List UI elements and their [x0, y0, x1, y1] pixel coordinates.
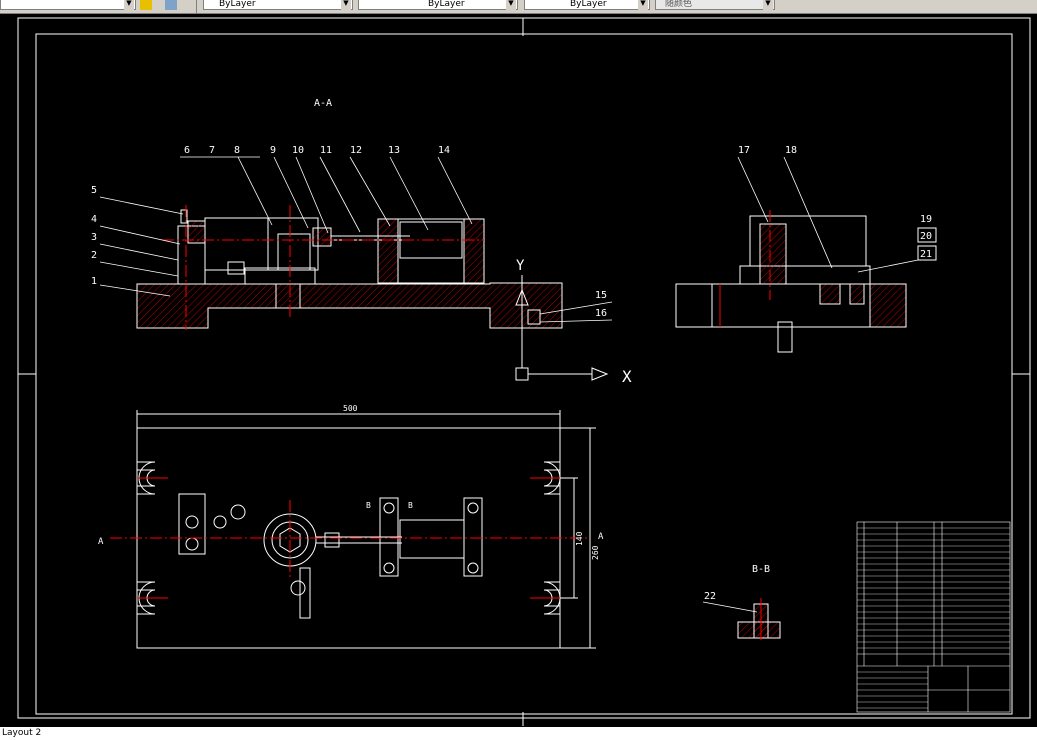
- chevron-down-icon: ▼: [124, 0, 134, 10]
- section-mark-b-right: B: [408, 501, 413, 510]
- lineweight-combo-value: ByLayer: [570, 0, 607, 9]
- part-number: 17: [738, 145, 750, 156]
- section-mark-a-left: A: [98, 537, 104, 547]
- properties-toolbar: ▼ ByLayer ▼ ByLayer ▼ ByLayer ▼ 随颜色 ▼: [0, 0, 1037, 14]
- section-mark-a-right: A: [598, 532, 604, 542]
- layers-stack-icon[interactable]: [165, 0, 177, 10]
- lineweight-combo[interactable]: ByLayer ▼: [524, 0, 650, 10]
- drawing-canvas[interactable]: A-A: [0, 14, 1037, 726]
- drawing-frame: [17, 17, 1031, 726]
- command-line-text: Layout 2: [2, 728, 42, 738]
- linetype-combo-value: ByLayer: [428, 0, 465, 9]
- part-number: 18: [785, 145, 797, 156]
- part-number: 7: [209, 145, 215, 156]
- part-number-labels: 1 2 3 4 5 6 7 8 9 10 11 12 13 14 15 16 1…: [91, 145, 937, 602]
- section-aa-view: A-A: [136, 98, 563, 330]
- part-leaders: [99, 156, 919, 613]
- color-combo-value: ByLayer: [219, 0, 256, 9]
- side-view: [675, 210, 907, 353]
- linetype-combo[interactable]: ByLayer ▼: [358, 0, 518, 10]
- ucs-y-label: Y: [516, 258, 525, 274]
- section-bb-label: B-B: [752, 564, 770, 575]
- part-number: 21: [920, 249, 932, 260]
- part-number: 19: [920, 214, 932, 225]
- part-number: 2: [91, 250, 97, 261]
- part-number: 10: [292, 145, 304, 156]
- chevron-down-icon: ▼: [341, 0, 351, 10]
- section-aa-label: A-A: [314, 98, 332, 109]
- part-number: 15: [595, 290, 607, 301]
- section-bb-view: [737, 598, 781, 640]
- chevron-down-icon: ▼: [506, 0, 516, 10]
- color-combo[interactable]: ByLayer ▼: [203, 0, 353, 10]
- dim-width-outer: 260: [591, 545, 600, 560]
- ucs-x-label: X: [622, 367, 632, 386]
- part-number: 3: [91, 232, 97, 243]
- layer-combo[interactable]: ▼: [0, 0, 136, 10]
- chevron-down-icon: ▼: [763, 0, 773, 10]
- part-number: 4: [91, 214, 97, 225]
- part-number: 5: [91, 185, 97, 196]
- part-number: 11: [320, 145, 332, 156]
- dim-length: 500: [343, 404, 358, 413]
- part-number: 12: [350, 145, 362, 156]
- ucs-icon: [515, 275, 609, 381]
- part-number: 8: [234, 145, 240, 156]
- dim-width-inner: 140: [575, 531, 584, 546]
- part-number: 1: [91, 276, 97, 287]
- layer-icon[interactable]: [140, 0, 152, 10]
- part-number: 16: [595, 308, 607, 319]
- part-number: 22: [704, 591, 716, 602]
- plotstyle-combo-value: 随颜色: [665, 0, 693, 9]
- part-number: 20: [920, 231, 932, 242]
- part-number: 14: [438, 145, 450, 156]
- command-line[interactable]: Layout 2: [0, 727, 1037, 740]
- part-number: 13: [388, 145, 400, 156]
- section-mark-b-left: B: [366, 501, 371, 510]
- part-number: 6: [184, 145, 190, 156]
- chevron-down-icon: ▼: [638, 0, 648, 10]
- parts-list-table: [856, 521, 1011, 713]
- part-number: 9: [270, 145, 276, 156]
- plan-view: [110, 410, 596, 649]
- plotstyle-combo[interactable]: 随颜色 ▼: [655, 0, 775, 10]
